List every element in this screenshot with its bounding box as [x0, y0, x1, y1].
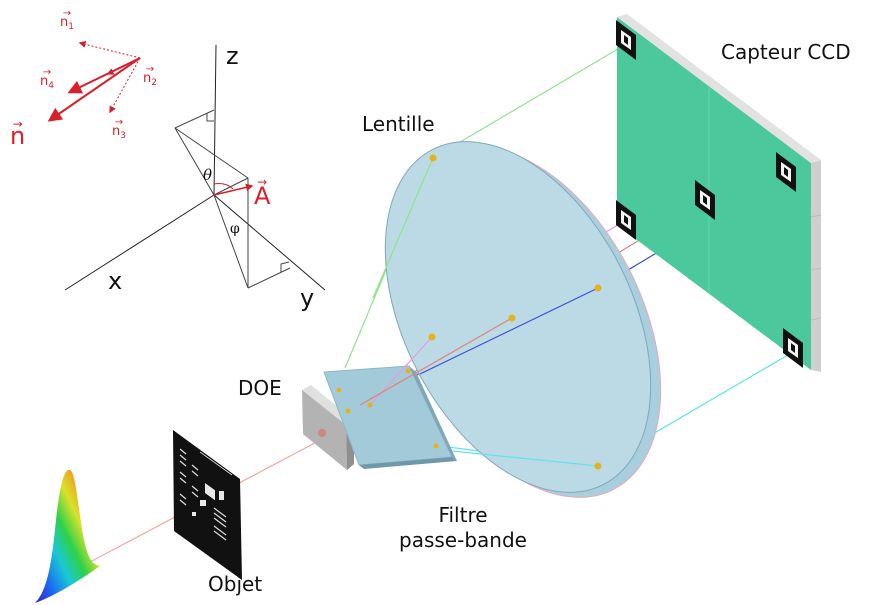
coordinate-system: [64, 44, 326, 291]
vector-A-label: →A: [254, 175, 271, 210]
x-axis-label: x: [108, 267, 123, 295]
vector-n4-label: →n4: [40, 67, 54, 91]
z-axis: [213, 44, 217, 196]
green-ray-b: [432, 42, 629, 159]
vector-n-label: →n: [10, 117, 26, 150]
object-label: Objet: [208, 572, 263, 596]
theta-arc: [213, 183, 234, 190]
z-axis-label: z: [226, 42, 239, 70]
n1-arrow: [78, 40, 141, 59]
resolution-target-icon: [173, 430, 242, 580]
bandpass-filter: [323, 365, 457, 469]
normal-vectors: [47, 40, 141, 122]
spectrum-curve-icon: [35, 469, 100, 603]
filter-label-line1: Filtre: [438, 503, 488, 527]
y-axis-label: y: [300, 284, 315, 312]
y-axis: [213, 194, 326, 291]
calibration-marker-icon: [616, 20, 803, 368]
sensor-label: Capteur CCD: [721, 40, 851, 64]
ccd-sensor: [617, 14, 822, 372]
x-axis: [64, 194, 215, 291]
vector-n2-label: →n2: [143, 64, 157, 88]
phi-label: φ: [230, 221, 240, 237]
vector-n3-label: →n3: [112, 117, 126, 141]
theta-label: θ: [203, 166, 213, 184]
focus-points: [336, 154, 602, 470]
n-arrow: [47, 57, 141, 122]
n4-arrow: [67, 57, 141, 94]
filter-label-line2: passe-bande: [399, 528, 527, 552]
vector-A-arrow: [213, 183, 254, 196]
doe-label: DOE: [238, 376, 282, 400]
vector-n1-label: →n1: [60, 8, 74, 32]
lens-label: Lentille: [362, 112, 435, 136]
